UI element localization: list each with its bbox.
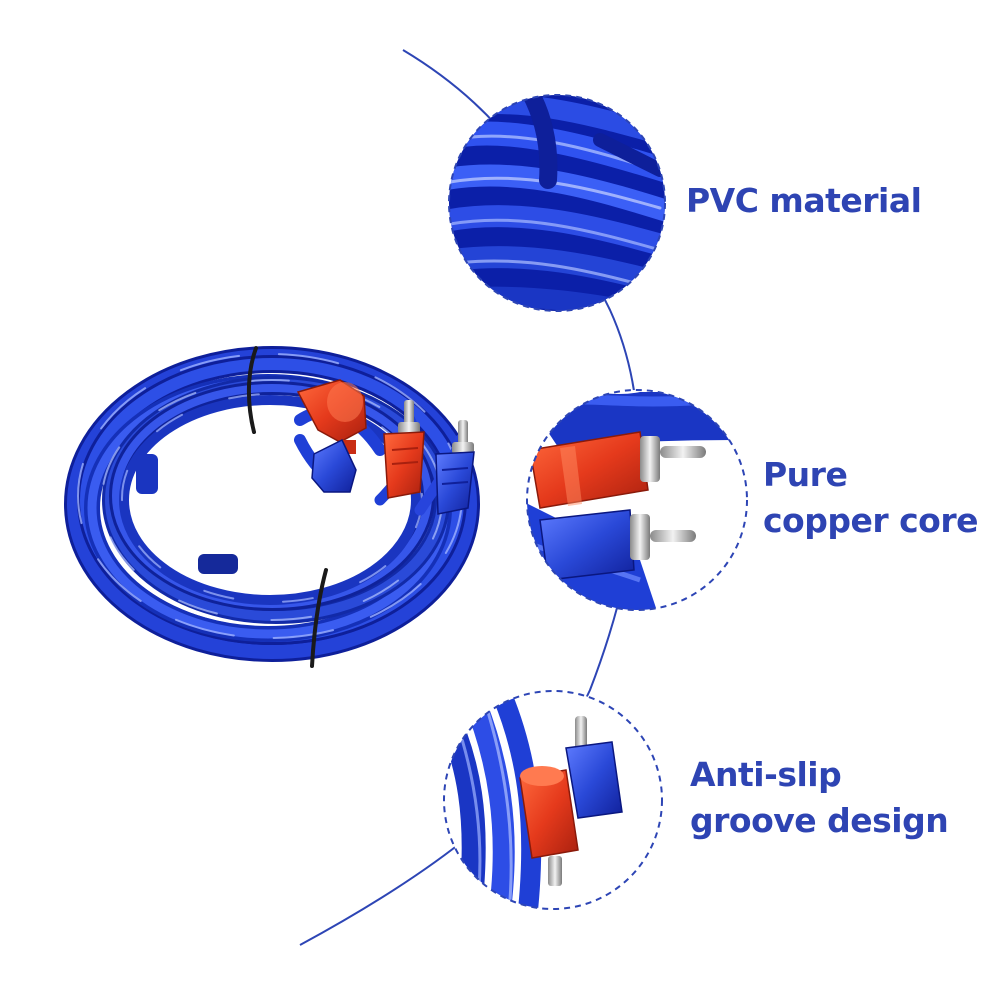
rca-plug-blue (435, 420, 475, 515)
detail-circle-pvc (448, 94, 666, 312)
detail-circle-antislip (443, 690, 663, 910)
feature-label-line: PVC material (686, 181, 922, 220)
rca-plug-blue (539, 509, 696, 581)
feature-label-line: copper core (763, 501, 979, 540)
feature-label-line: Anti-slip (690, 755, 842, 794)
rca-plug-red (383, 400, 425, 499)
rca-plug-blue (565, 716, 623, 819)
cable-coil (64, 346, 480, 668)
feature-label-line: groove design (690, 801, 949, 840)
feature-label-antislip: Anti-slip groove design (690, 752, 949, 844)
rca-plug-red (519, 766, 579, 886)
rca-plug-red (529, 431, 706, 509)
detail-circle-copper (526, 389, 748, 611)
zip-tie (246, 346, 328, 668)
feature-label-line: Pure (763, 455, 848, 494)
feature-label-pvc: PVC material (686, 178, 922, 224)
feature-label-copper: Pure copper core (763, 452, 979, 544)
rca-plug-blue (311, 438, 357, 493)
